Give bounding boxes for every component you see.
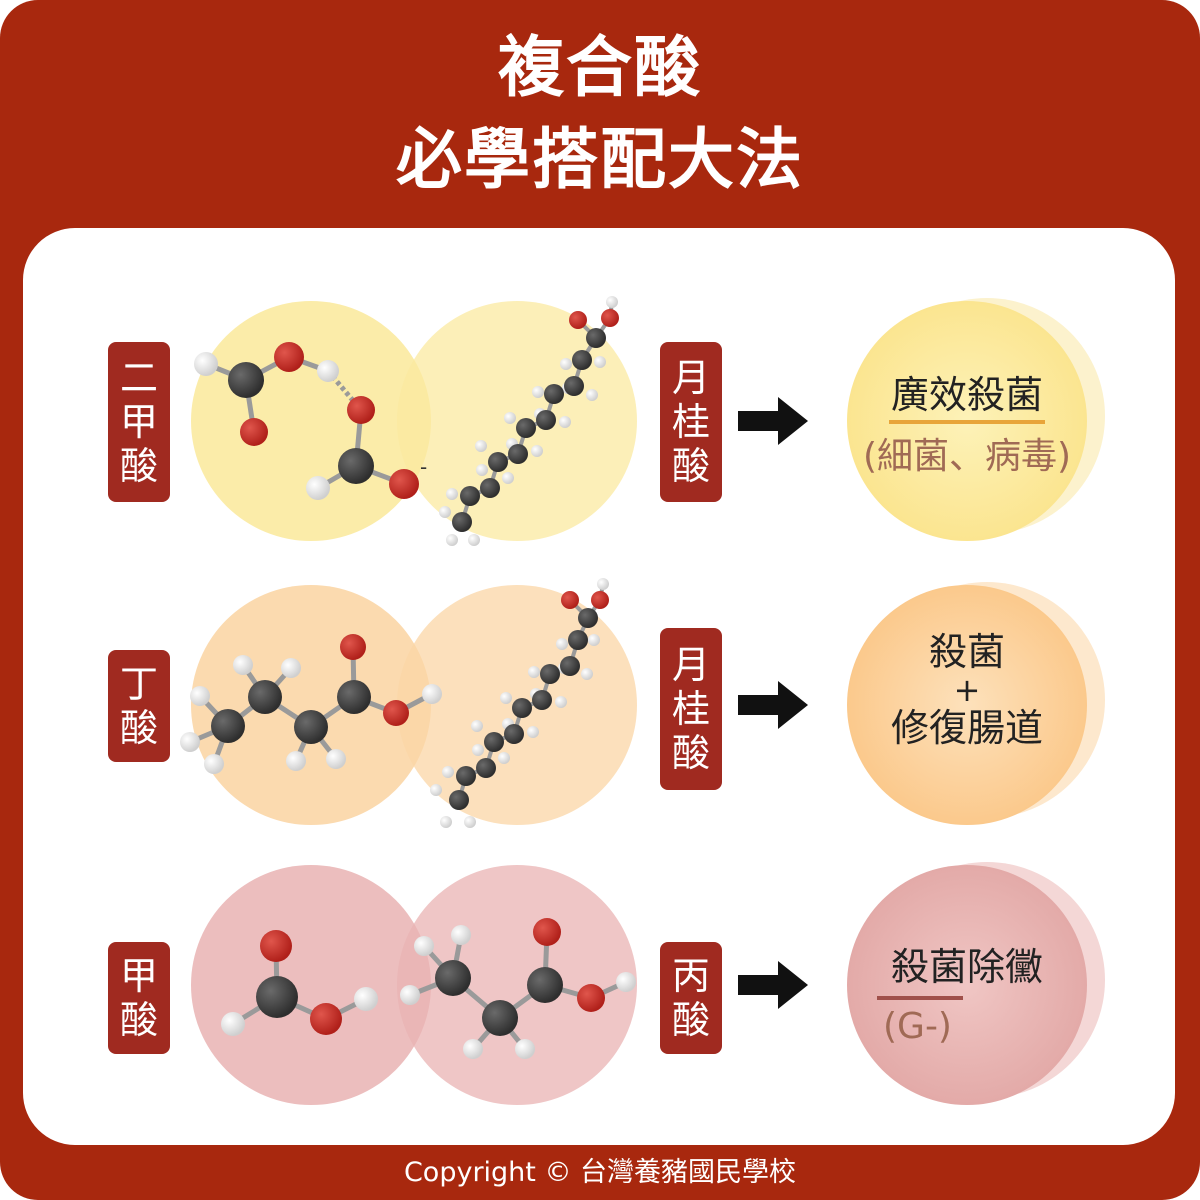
tag-char: 月 xyxy=(671,356,710,400)
row3-circles xyxy=(191,862,1105,1105)
tag-char: 甲 xyxy=(119,954,158,998)
tag-char: 桂 xyxy=(671,400,710,444)
title-line-2: 必學搭配大法 xyxy=(396,121,804,198)
result-sub: (細菌、病毒) xyxy=(862,436,1072,477)
arrow-right-icon xyxy=(738,397,808,445)
result-row3: 殺菌除黴 (G-) xyxy=(845,944,1089,1050)
row1-circles xyxy=(191,298,1105,541)
molecule-icon xyxy=(194,342,419,500)
tag-char: 二 xyxy=(119,356,158,400)
result-row1: 廣效殺菌 (細菌、病毒) xyxy=(845,372,1089,480)
molecule-icon xyxy=(400,918,636,1059)
result-main: 廣效殺菌 xyxy=(888,372,1045,424)
result-line3: 修復腸道 xyxy=(890,706,1043,750)
arrow-right-icon xyxy=(738,961,808,1009)
tag-char: 丙 xyxy=(671,954,710,998)
molecule-icon xyxy=(221,930,378,1036)
acid-tag-right-row2: 月 桂 酸 xyxy=(660,628,722,790)
charge-mark: - xyxy=(420,455,427,479)
tag-char: 酸 xyxy=(119,998,158,1042)
copyright-footer: Copyright © 台灣養豬國民學校 xyxy=(403,1157,797,1188)
result-plus: + xyxy=(953,671,981,709)
result-row2: 殺菌 + 修復腸道 xyxy=(845,630,1089,750)
tag-char: 酸 xyxy=(671,998,710,1042)
poster-title: 複合酸 必學搭配大法 xyxy=(0,22,1200,206)
result-line1: 殺菌 xyxy=(928,630,1005,674)
acid-tag-right-row3: 丙 酸 xyxy=(660,942,722,1054)
result-underline xyxy=(877,996,963,1000)
tag-char: 甲 xyxy=(119,400,158,444)
acid-tag-left-row3: 甲 酸 xyxy=(108,942,170,1054)
tag-char: 酸 xyxy=(119,444,158,488)
acid-tag-right-row1: 月 桂 酸 xyxy=(660,342,722,502)
acid-tag-left-row2: 丁 酸 xyxy=(108,650,170,762)
tag-char: 丁 xyxy=(119,662,158,706)
molecule-icon xyxy=(180,634,442,774)
acid-tag-left-row1: 二 甲 酸 xyxy=(108,342,170,502)
tag-char: 桂 xyxy=(671,687,710,731)
result-main: 殺菌除黴 xyxy=(890,945,1043,989)
tag-char: 酸 xyxy=(671,444,710,488)
tag-char: 酸 xyxy=(119,706,158,750)
molecule-icon xyxy=(430,578,609,828)
arrow-right-icon xyxy=(738,681,808,729)
result-sub: (G-) xyxy=(883,1006,952,1047)
title-line-1: 複合酸 xyxy=(498,29,702,106)
tag-char: 酸 xyxy=(671,731,710,775)
molecule-icon xyxy=(439,296,619,546)
tag-char: 月 xyxy=(671,643,710,687)
